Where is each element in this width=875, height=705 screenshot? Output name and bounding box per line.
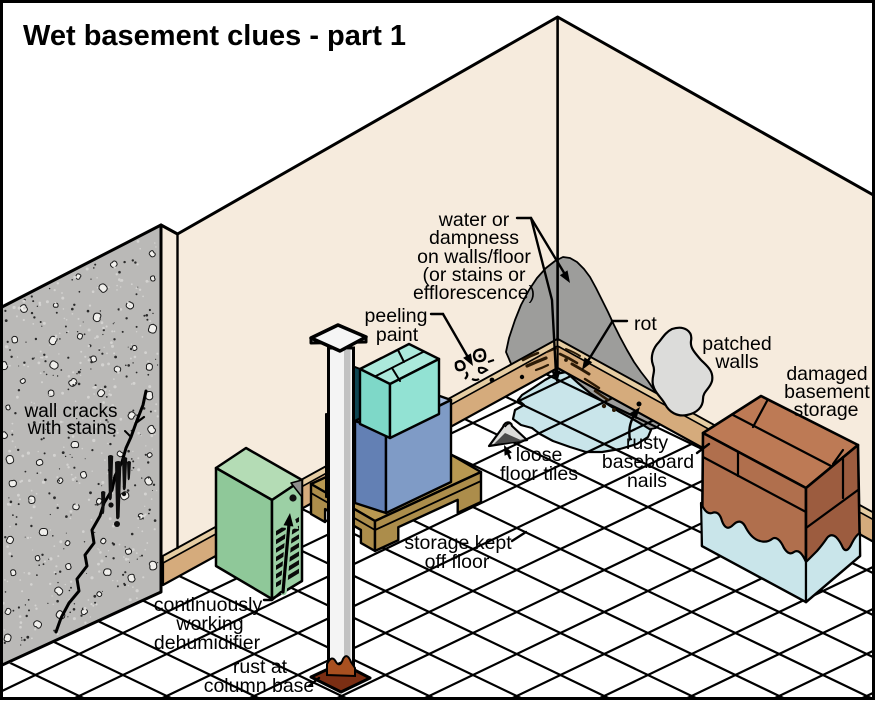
svg-text:patched: patched <box>702 333 771 355</box>
svg-text:off floor: off floor <box>425 551 490 573</box>
svg-text:nails: nails <box>627 470 667 492</box>
svg-text:dampness: dampness <box>429 227 519 249</box>
svg-text:storage kept: storage kept <box>404 532 512 554</box>
svg-text:continuously: continuously <box>154 594 263 616</box>
svg-text:storage: storage <box>793 399 858 421</box>
svg-text:with stains: with stains <box>27 418 117 439</box>
svg-text:rusty: rusty <box>626 432 669 454</box>
svg-text:basement: basement <box>784 381 870 403</box>
svg-text:rust at: rust at <box>233 656 288 678</box>
svg-text:rot: rot <box>634 313 657 335</box>
svg-text:Wet basement clues - part 1: Wet basement clues - part 1 <box>23 20 406 52</box>
svg-text:(or stains or: (or stains or <box>423 264 526 286</box>
svg-text:dehumidifier: dehumidifier <box>154 632 261 654</box>
svg-text:baseboard: baseboard <box>602 451 694 473</box>
svg-text:efflorescence): efflorescence) <box>413 282 535 304</box>
svg-text:walls: walls <box>714 351 759 373</box>
svg-text:wall cracks: wall cracks <box>24 401 118 422</box>
svg-text:column base: column base <box>204 675 315 697</box>
svg-text:peeling: peeling <box>365 305 428 327</box>
svg-text:damaged: damaged <box>786 363 867 385</box>
svg-text:on walls/floor: on walls/floor <box>417 246 531 268</box>
svg-text:loose: loose <box>516 444 563 466</box>
svg-text:water or: water or <box>438 209 510 231</box>
svg-text:floor tiles: floor tiles <box>500 463 578 485</box>
svg-text:working: working <box>175 613 243 635</box>
svg-text:paint: paint <box>376 324 419 346</box>
